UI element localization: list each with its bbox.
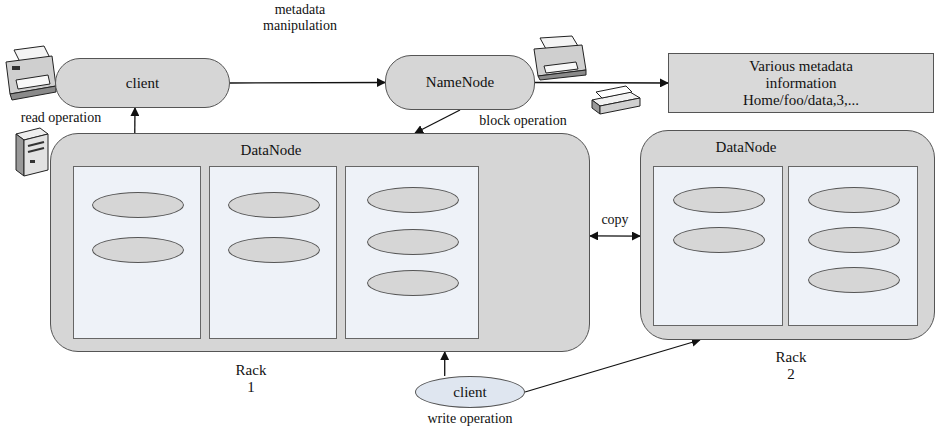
node-label: client — [126, 75, 159, 92]
storage-block — [653, 166, 783, 326]
data-block-ellipse — [367, 187, 459, 213]
rack-label: Rack 2 — [771, 349, 811, 383]
double-arrow — [590, 235, 640, 236]
data-block-ellipse — [228, 192, 320, 218]
edge-label: block operation — [468, 113, 578, 129]
arrow — [230, 82, 385, 84]
scanner-icon — [592, 86, 640, 114]
node-label: DataNode — [241, 142, 302, 159]
printer-icon — [534, 36, 586, 80]
storage-block — [73, 166, 201, 339]
data-block-ellipse — [92, 237, 184, 263]
datanode-rack: DataNodeRack 1 — [50, 133, 590, 352]
data-block-ellipse — [808, 187, 900, 213]
namenode-box: NameNode — [385, 55, 535, 110]
node-label: DataNode — [716, 139, 777, 156]
data-block-ellipse — [367, 270, 459, 296]
arrow — [415, 110, 460, 133]
data-block-ellipse — [673, 187, 765, 213]
client-box: client — [55, 58, 230, 108]
arrow — [535, 82, 668, 84]
data-block-ellipse — [367, 229, 459, 255]
node-label: Various metadata information Home/foo/da… — [731, 58, 871, 109]
data-block-ellipse — [228, 237, 320, 263]
metadata-box: Various metadata information Home/foo/da… — [668, 53, 934, 113]
server-icon — [16, 128, 48, 176]
edge-label: copy — [594, 212, 636, 228]
edge-label: read operation — [6, 110, 116, 126]
storage-block — [345, 166, 479, 339]
edge-label: metadata manipulation — [245, 2, 355, 34]
data-block-ellipse — [673, 227, 765, 253]
arrow — [134, 108, 135, 133]
annotation-label: write operation — [405, 411, 535, 427]
storage-block — [209, 166, 337, 339]
node-label: client — [453, 384, 486, 401]
client-ellipse: client — [415, 376, 525, 408]
data-block-ellipse — [808, 227, 900, 253]
printer-icon — [6, 46, 56, 100]
storage-block — [788, 166, 918, 326]
node-label: NameNode — [426, 74, 494, 91]
datanode-rack: DataNodeRack 2 — [640, 130, 935, 340]
rack-label: Rack 1 — [231, 362, 271, 396]
data-block-ellipse — [808, 267, 900, 293]
data-block-ellipse — [92, 192, 184, 218]
arrow — [444, 352, 445, 376]
